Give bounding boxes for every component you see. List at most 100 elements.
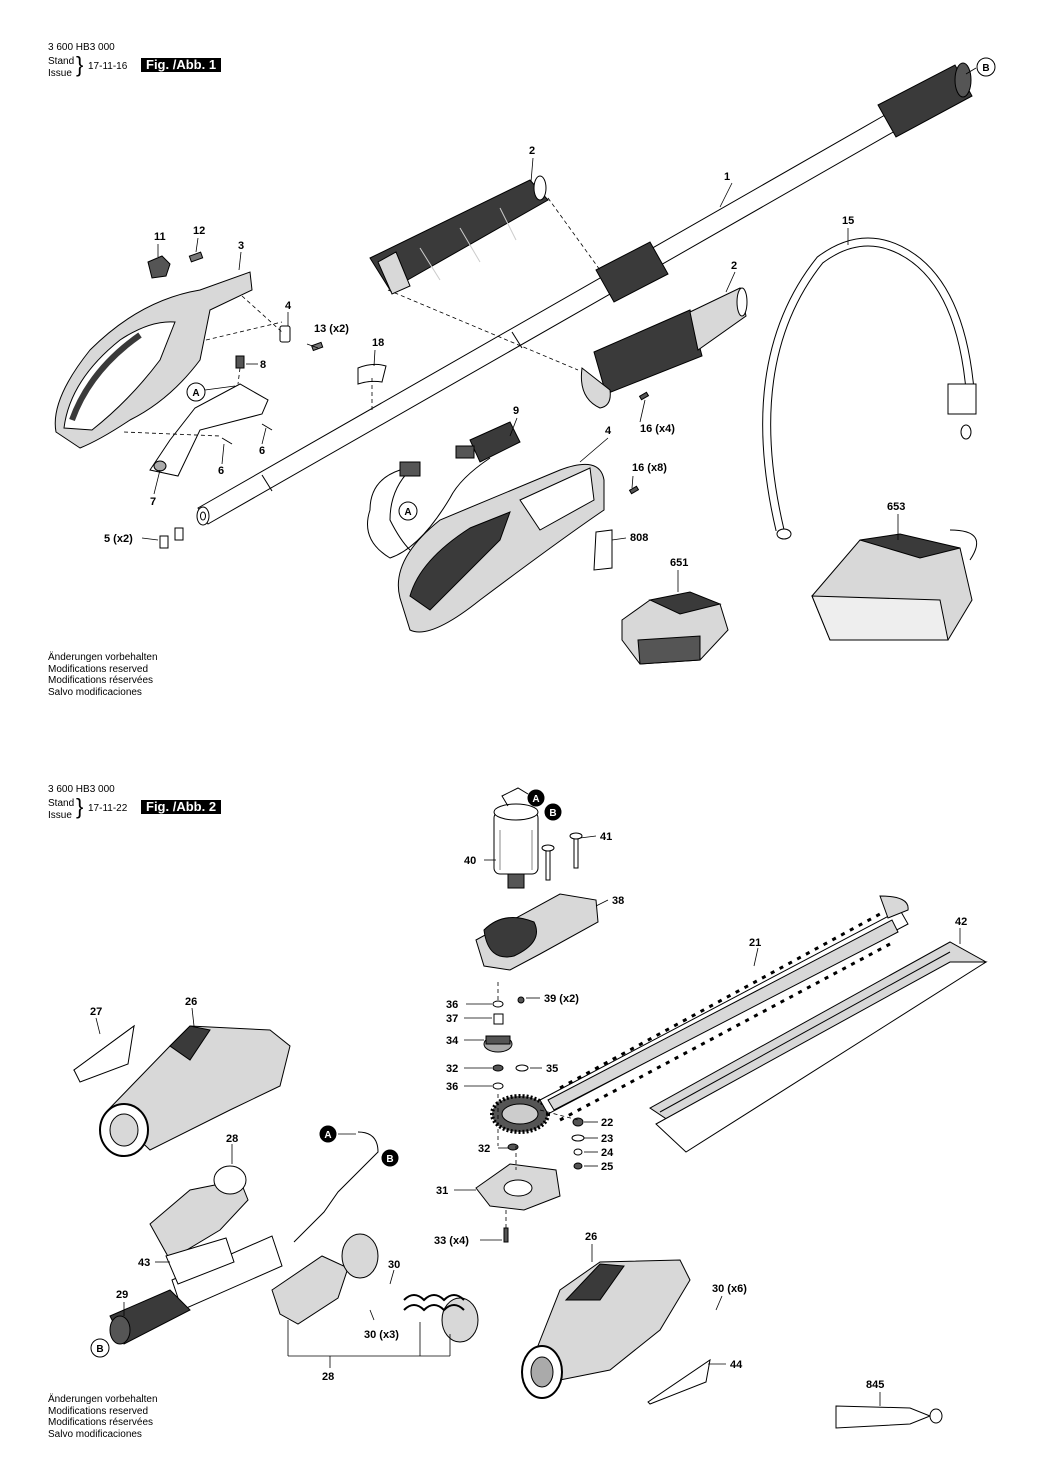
issue-date: 17-11-22 (88, 803, 128, 814)
main-housing-part-4 (397, 463, 605, 633)
figure-label: Fig. /Abb. 1 (141, 58, 222, 72)
note-line: Modifications reserved (48, 663, 149, 675)
leader-lines-fig1 (141, 67, 977, 592)
callout-845: 845 (866, 1379, 884, 1391)
callout-8: 8 (260, 359, 266, 371)
callout-24: 24 (601, 1147, 614, 1159)
handle-part-2-lower (580, 287, 748, 409)
sticker-part-44 (647, 1358, 711, 1405)
note-line: Salvo modificaciones (48, 686, 142, 698)
callout-16-x4: 16 (x4) (640, 423, 675, 435)
housing-half-part-26-left (99, 1025, 291, 1157)
callout-28: 28 (226, 1133, 238, 1145)
callout-28: 28 (322, 1371, 334, 1383)
callout-7: 7 (150, 496, 156, 508)
washers-parts-22-25 (571, 1117, 585, 1170)
marker-letters-fig1: B A A (192, 63, 989, 518)
stand-issue-label: Stand Issue (48, 56, 74, 80)
note-line: Änderungen vorbehalten (48, 1394, 158, 1405)
tube-part-43 (165, 1235, 283, 1311)
callout-6: 6 (259, 445, 265, 457)
callout-4: 4 (605, 425, 612, 437)
callout-3: 3 (238, 240, 244, 252)
spring (403, 1294, 465, 1312)
callout-33-x4: 33 (x4) (434, 1235, 469, 1247)
figure-label: Fig. /Abb. 2 (141, 800, 222, 814)
callout-32: 32 (478, 1143, 490, 1155)
label-part-808 (593, 529, 613, 571)
marker-b: B (549, 808, 556, 819)
callout-2: 2 (529, 145, 535, 157)
callout-16-x8: 16 (x8) (632, 462, 667, 474)
callout-26: 26 (585, 1231, 597, 1243)
marker-a: A (324, 1130, 331, 1141)
blade-guard-part-42 (649, 941, 988, 1153)
leader-lines-fig2 (95, 835, 961, 1406)
callouts-fig2: 41 40 38 21 42 27 26 28 36 37 34 32 36 3… (90, 831, 967, 1391)
housing-half-part-26-right (521, 1259, 691, 1399)
brace: } (76, 794, 84, 819)
gear-stack-parts-32-37 (483, 996, 529, 1090)
marker-a: A (532, 794, 539, 805)
cutting-blade-part-21 (539, 895, 909, 1122)
callout-37: 37 (446, 1013, 458, 1025)
note-line: Modifications réservées (48, 1417, 154, 1428)
callout-35: 35 (546, 1063, 558, 1075)
callout-42: 42 (955, 916, 967, 928)
callout-6: 6 (218, 465, 224, 477)
charger-653 (811, 529, 978, 641)
bolts-part-41 (541, 832, 583, 881)
small-parts-fig1 (147, 251, 650, 549)
marker-b: B (96, 1344, 103, 1355)
note-line: Änderungen vorbehalten (48, 652, 158, 663)
motor-part-40 (493, 787, 539, 889)
marker-letters-fig2: A B A B B (96, 794, 556, 1355)
stand-label: Stand (48, 56, 75, 67)
issue-label: Issue (48, 810, 72, 821)
stand-label: Stand (48, 798, 75, 809)
marker-b: B (982, 63, 989, 74)
callout-36: 36 (446, 999, 458, 1011)
callout-22: 22 (601, 1117, 613, 1129)
callout-4: 4 (285, 300, 292, 312)
callout-5-x2: 5 (x2) (104, 533, 133, 545)
marker-b: B (386, 1154, 393, 1165)
issue-date: 17-11-16 (88, 61, 128, 72)
notes-fig2: Änderungen vorbehalten Modifications res… (48, 1394, 158, 1440)
callout-32: 32 (446, 1063, 458, 1075)
note-line: Modifications réservées (48, 675, 154, 686)
shoulder-strap-15 (762, 237, 977, 540)
brace: } (76, 52, 84, 77)
note-line: Salvo modificaciones (48, 1428, 142, 1440)
wiring-harness-part-9 (367, 421, 521, 559)
callout-27: 27 (90, 1006, 102, 1018)
callout-34: 34 (446, 1035, 459, 1047)
stand-issue-label: Stand Issue (48, 798, 74, 822)
callout-25: 25 (601, 1161, 613, 1173)
callout-1: 1 (724, 171, 730, 183)
rear-handle-part-3 (54, 271, 253, 449)
drive-gear (490, 1094, 550, 1151)
callouts-fig1: 2 1 2 15 11 12 3 4 13 (x2) 18 8 9 4 16 (… (104, 145, 905, 569)
assembly-lines-fig1 (123, 197, 601, 437)
note-line: Modifications reserved (48, 1405, 149, 1417)
callout-808: 808 (630, 532, 648, 544)
callout-30-x3: 30 (x3) (364, 1329, 399, 1341)
issue-label: Issue (48, 68, 72, 79)
callout-41: 41 (600, 831, 612, 843)
callout-39-x2: 39 (x2) (544, 993, 579, 1005)
part-code: 3 600 HB3 000 (48, 784, 115, 795)
motor-wire (293, 1131, 379, 1243)
base-plate-part-31 (475, 1163, 561, 1243)
callout-2: 2 (731, 260, 737, 272)
notes-fig1: Änderungen vorbehalten Modifications res… (48, 652, 158, 698)
callout-18: 18 (372, 337, 384, 349)
callout-651: 651 (670, 557, 688, 569)
callout-15: 15 (842, 215, 854, 227)
part-code: 3 600 HB3 000 (48, 42, 115, 53)
grease-tube-845 (835, 1405, 943, 1429)
callout-30: 30 (388, 1259, 400, 1271)
callout-12: 12 (193, 225, 205, 237)
gear-housing-part-38 (475, 893, 599, 971)
